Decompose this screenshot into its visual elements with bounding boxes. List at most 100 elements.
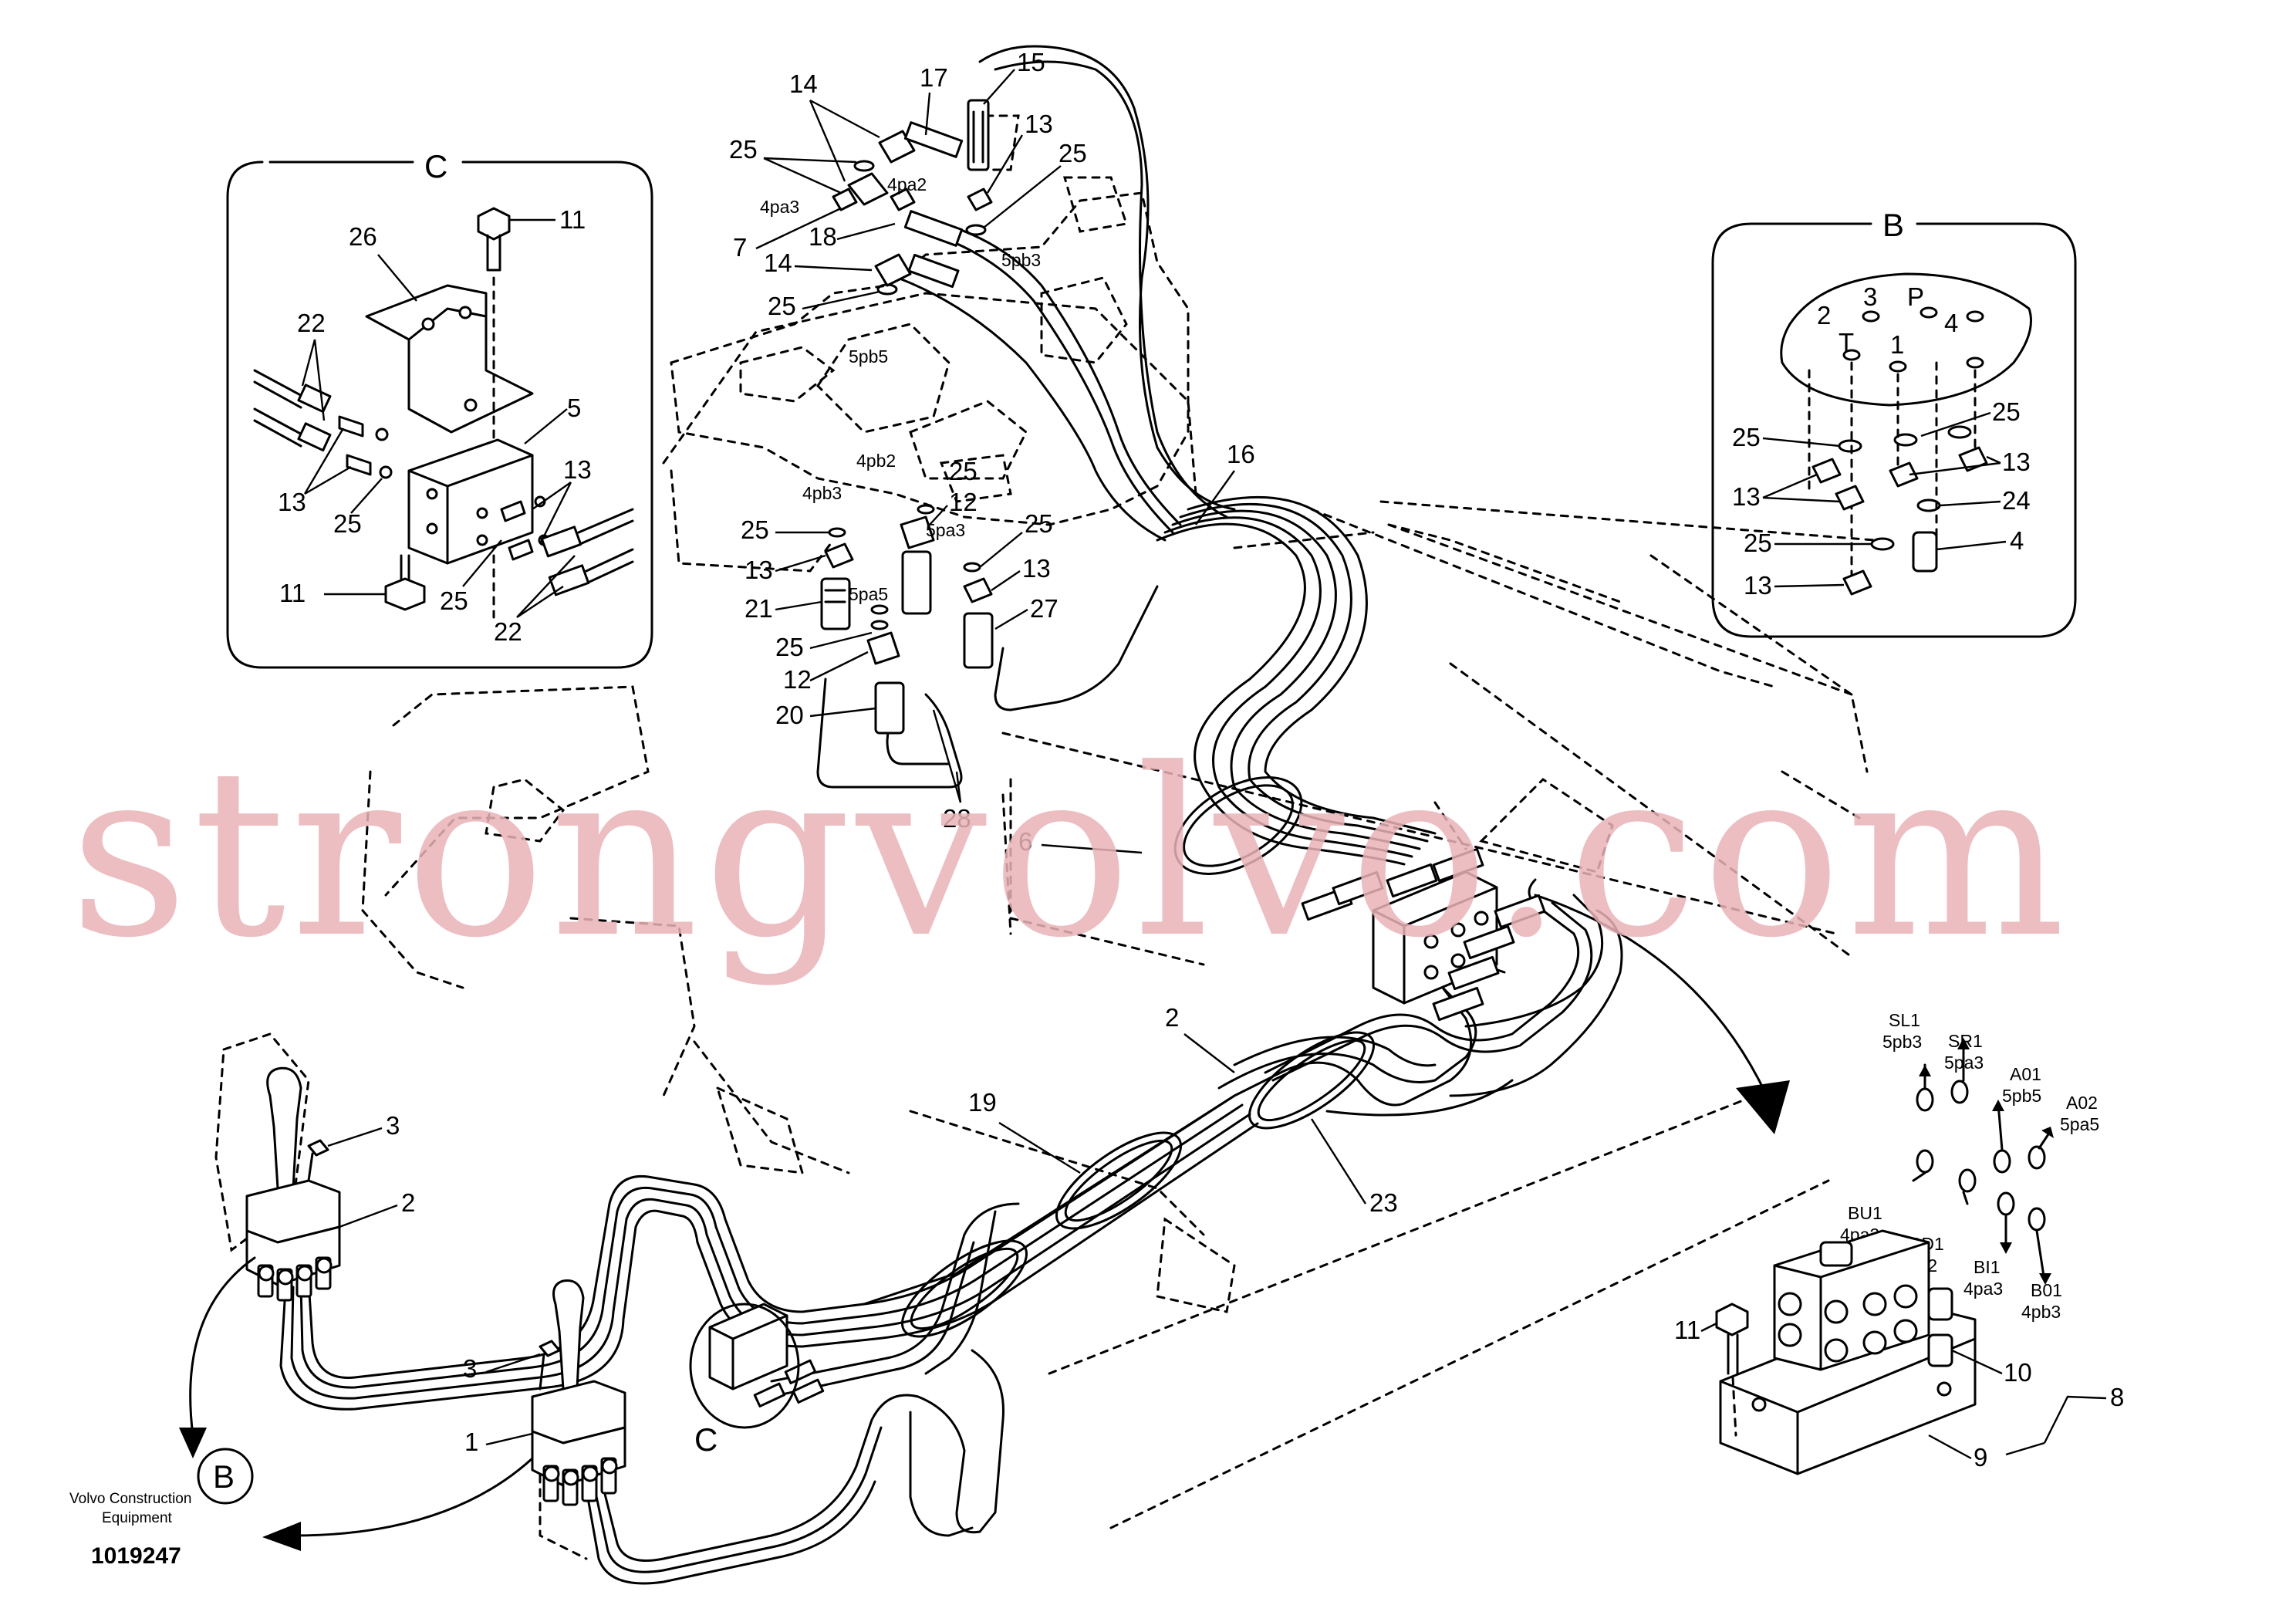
- label-25: 25: [741, 515, 769, 544]
- label-25: 25: [775, 633, 804, 661]
- label-25: 25: [1744, 529, 1772, 557]
- port-code-sr1: SR1: [1948, 1031, 1983, 1051]
- label-12: 12: [949, 488, 977, 516]
- label-9: 9: [1974, 1443, 1987, 1472]
- detail-b-callout: B: [213, 1458, 235, 1495]
- label-3: 3: [463, 1354, 477, 1383]
- port-code-a01: A01: [2010, 1064, 2041, 1084]
- port-2-label: 2: [1817, 301, 1831, 329]
- drawing-number: 1019247: [91, 1543, 181, 1569]
- label-20: 20: [775, 701, 804, 729]
- label-25: 25: [1025, 509, 1053, 538]
- label-25: 25: [949, 457, 977, 485]
- publisher-block: Volvo Construction Equipment 1019247: [69, 1491, 191, 1569]
- valve-area-labels: 14 17 15 25 13 25 4pa3 4pa2 7 18 14 5pb3…: [729, 48, 1255, 833]
- port-4pb3: 4pb3: [2021, 1302, 2061, 1322]
- label-18: 18: [809, 222, 837, 251]
- port-code-bi1: BI1: [1974, 1257, 2001, 1277]
- label-22: 22: [297, 309, 326, 337]
- port-5pa5: 5pa5: [2060, 1114, 2099, 1134]
- detail-b-title: B: [1882, 207, 1904, 243]
- label-25: 25: [1732, 423, 1761, 451]
- label-21: 21: [745, 594, 773, 623]
- label-11: 11: [559, 205, 586, 234]
- block-view: [1534, 894, 2054, 1285]
- label-12: 12: [783, 665, 812, 694]
- label-7: 7: [733, 233, 747, 262]
- port-5pa5: 5pa5: [849, 584, 888, 604]
- port-4pa2: 4pa2: [887, 174, 927, 194]
- label-2: 2: [1165, 1003, 1179, 1032]
- port-code-b01: B01: [2031, 1280, 2062, 1300]
- label-13: 13: [745, 556, 773, 584]
- watermark-text: strongvolvo.com: [69, 719, 2070, 988]
- label-14: 14: [764, 248, 792, 277]
- port-3-label: 3: [1863, 282, 1877, 311]
- main-hose-bundle: [279, 847, 1623, 1585]
- publisher-name-line1: Volvo Construction: [69, 1491, 191, 1507]
- label-8: 8: [2110, 1383, 2124, 1411]
- port-5pa3: 5pa3: [926, 520, 965, 540]
- label-11: 11: [279, 579, 306, 607]
- port-code-sl1: SL1: [1889, 1010, 1920, 1030]
- label-22: 22: [494, 617, 522, 646]
- label-16: 16: [1227, 440, 1255, 468]
- port-T-label: T: [1838, 328, 1854, 357]
- label-13: 13: [563, 455, 592, 484]
- detail-c-title: C: [424, 148, 447, 184]
- port-4pb3: 4pb3: [802, 483, 842, 503]
- label-11: 11: [1674, 1316, 1700, 1344]
- label-10: 10: [2004, 1358, 2032, 1387]
- label-2: 2: [401, 1188, 415, 1217]
- block-view-labels: 11 10 8 9: [1674, 1316, 2124, 1472]
- label-17: 17: [920, 63, 948, 92]
- label-27: 27: [1030, 594, 1059, 623]
- port-4pb2: 4pb2: [856, 451, 896, 471]
- port-4pa3: 4pa3: [760, 197, 799, 217]
- port-4pa3: 4pa3: [1963, 1279, 2003, 1299]
- label-13: 13: [278, 488, 306, 516]
- manifold-bracket: [1715, 1229, 1977, 1475]
- label-23: 23: [1369, 1188, 1398, 1217]
- detail-c-panel: C 11 26 5 22 13 25: [226, 148, 653, 669]
- label-25: 25: [1059, 139, 1087, 167]
- label-6: 6: [1018, 827, 1032, 856]
- joystick-1: [531, 1279, 626, 1506]
- port-code-bu1: BU1: [1848, 1203, 1882, 1223]
- label-1: 1: [464, 1428, 478, 1456]
- main-labels: 6 2 19 23 3 2 3 1 C B: [179, 827, 1398, 1551]
- label-13: 13: [2002, 448, 2031, 476]
- label-26: 26: [349, 222, 377, 251]
- valve-hoses: [816, 45, 1437, 875]
- label-13: 13: [1025, 110, 1053, 138]
- port-4-label: 4: [1944, 309, 1958, 337]
- label-24: 24: [2002, 486, 2031, 515]
- label-4: 4: [2010, 526, 2024, 555]
- port-5pb3: 5pb3: [1882, 1032, 1922, 1052]
- detail-b-panel: B 2 3 P T 1 4 25 25 13 13: [1711, 207, 2077, 638]
- publisher-name-line2: Equipment: [102, 1510, 173, 1526]
- label-19: 19: [968, 1088, 997, 1117]
- joystick-2: [245, 1066, 341, 1302]
- label-14: 14: [789, 69, 818, 98]
- port-P-label: P: [1907, 282, 1924, 311]
- control-valve-outline: [670, 114, 1190, 526]
- label-25: 25: [768, 292, 796, 320]
- label-5: 5: [567, 394, 581, 422]
- port-1-label: 1: [1890, 330, 1904, 359]
- label-13: 13: [1732, 482, 1761, 511]
- detail-c-callout: C: [694, 1421, 718, 1458]
- port-5pa3: 5pa3: [1944, 1053, 1984, 1073]
- port-5pb5: 5pb5: [2002, 1086, 2041, 1106]
- label-25: 25: [440, 586, 468, 615]
- label-25: 25: [1992, 397, 2021, 426]
- label-13: 13: [1022, 554, 1051, 583]
- label-25: 25: [729, 135, 758, 164]
- label-28: 28: [943, 804, 971, 833]
- port-5pb3: 5pb3: [1001, 250, 1041, 270]
- label-15: 15: [1017, 48, 1045, 76]
- port-code-a02: A02: [2066, 1093, 2098, 1113]
- dashed-chassis-outline: [214, 292, 1876, 1560]
- label-25: 25: [333, 509, 362, 538]
